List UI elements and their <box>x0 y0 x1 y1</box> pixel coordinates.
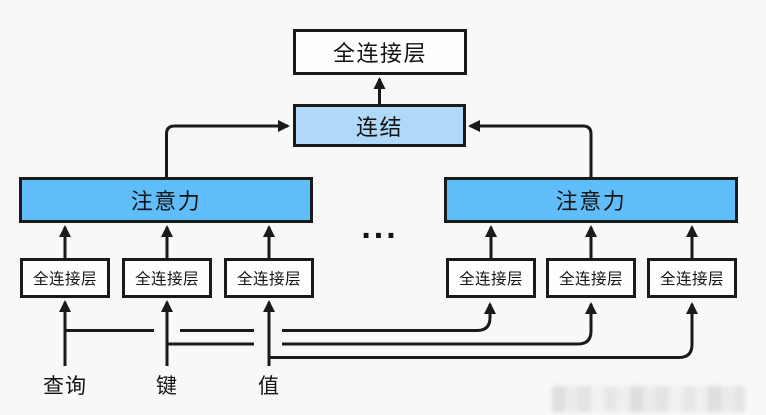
attention-left-box: 注意力 <box>19 177 313 223</box>
watermark <box>552 386 745 412</box>
output-fc-label: 全连接层 <box>332 41 427 66</box>
right-attention-to-concat-arrow <box>468 120 593 177</box>
attention-right-label: 注意力 <box>555 189 627 214</box>
value-branch-arrow <box>270 302 698 359</box>
attention-left-label: 注意力 <box>130 189 202 214</box>
fc-box-left-value: 全连接层 <box>224 258 314 298</box>
fc-label: 全连接层 <box>659 271 724 288</box>
value-label: 值 <box>258 375 280 398</box>
fc-label: 全连接层 <box>236 271 301 288</box>
ellipsis-dots: ... <box>361 208 399 246</box>
fc-label: 全连接层 <box>32 271 97 288</box>
query-branch-arrow <box>66 304 491 332</box>
fc-box-right-query: 全连接层 <box>446 258 536 298</box>
key-label: 键 <box>156 375 178 398</box>
fc-box-left-query: 全连接层 <box>20 258 110 298</box>
attention-right-box: 注意力 <box>444 177 738 223</box>
fc-label: 全连接层 <box>134 271 199 288</box>
key-branch-arrow <box>168 304 592 346</box>
fc-label: 全连接层 <box>458 271 523 288</box>
fc-box-right-key: 全连接层 <box>546 258 636 298</box>
query-label: 查询 <box>43 375 87 398</box>
fc-label: 全连接层 <box>558 271 623 288</box>
fc-box-left-key: 全连接层 <box>122 258 212 298</box>
output-fc-box: 全连接层 <box>293 29 467 75</box>
concat-box: 连结 <box>293 104 466 147</box>
fc-box-right-value: 全连接层 <box>647 258 737 298</box>
left-attention-to-concat-arrow <box>165 120 290 177</box>
concat-label: 连结 <box>355 114 403 140</box>
